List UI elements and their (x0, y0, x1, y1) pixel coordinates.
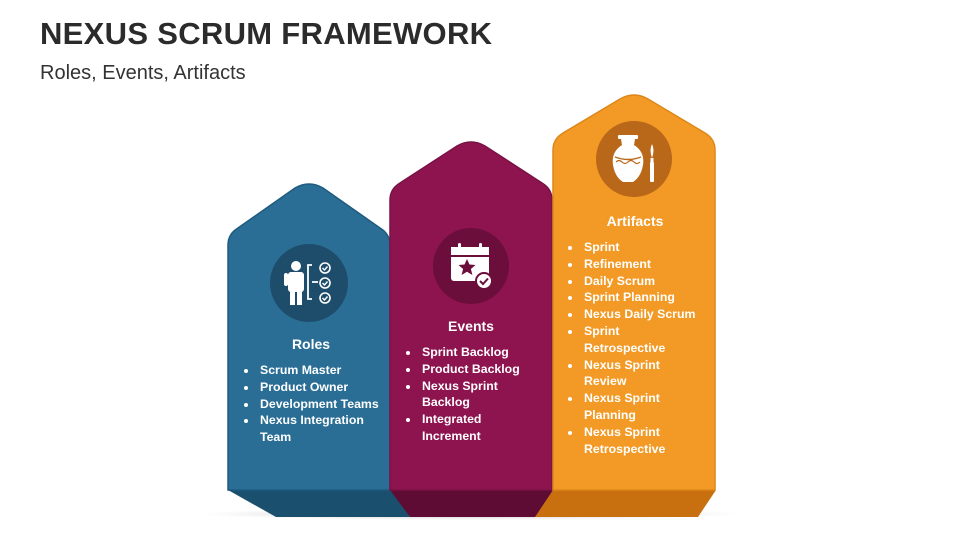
list-item: Nexus Sprint Retrospective (582, 424, 674, 458)
roles-content: Roles Scrum Master Product Owner Develop… (236, 336, 386, 446)
artifacts-title: Artifacts (606, 213, 664, 229)
list-item: Nexus Integration Team (258, 412, 386, 446)
artifacts-card-body (552, 94, 716, 491)
team-roles-checklist-icon (284, 261, 331, 305)
list-item: Nexus Sprint Backlog (420, 378, 530, 412)
page-subtitle: Roles, Events, Artifacts (40, 62, 246, 84)
artifacts-card-base (535, 490, 716, 517)
list-item: Sprint Planning (582, 289, 706, 306)
events-title: Events (448, 318, 494, 334)
list-item: Refinement (582, 256, 706, 273)
events-card-base (390, 490, 572, 517)
list-item: Development Teams (258, 396, 386, 413)
artifacts-list: Sprint Refinement Daily Scrum Sprint Pla… (560, 239, 706, 457)
roles-icon-circle (270, 244, 348, 322)
list-item: Sprint (582, 239, 706, 256)
list-item: Nexus Daily Scrum (582, 306, 706, 323)
artifacts-card (535, 94, 716, 517)
events-list: Sprint Backlog Product Backlog Nexus Spr… (398, 344, 530, 445)
events-card (389, 141, 572, 517)
list-item: Product Backlog (420, 361, 530, 378)
list-item: Integrated Increment (420, 411, 530, 445)
events-card-body (389, 141, 553, 491)
list-item: Daily Scrum (582, 273, 706, 290)
list-item: Sprint Backlog (420, 344, 530, 361)
list-item: Sprint Retrospective (582, 323, 674, 357)
roles-title: Roles (291, 336, 331, 352)
calendar-star-check-icon (451, 243, 493, 290)
artifacts-content: Artifacts Sprint Refinement Daily Scrum … (560, 213, 710, 457)
list-item: Scrum Master (258, 362, 386, 379)
vase-brush-icon (612, 135, 654, 182)
list-item: Nexus Sprint Planning (582, 390, 674, 424)
roles-list: Scrum Master Product Owner Development T… (236, 362, 386, 446)
list-item: Nexus Sprint Review (582, 357, 674, 391)
list-item: Product Owner (258, 379, 386, 396)
events-content: Events Sprint Backlog Product Backlog Ne… (398, 318, 544, 445)
page-title: NEXUS SCRUM FRAMEWORK (40, 16, 493, 51)
roles-card (227, 183, 410, 517)
roles-card-base (228, 490, 410, 517)
